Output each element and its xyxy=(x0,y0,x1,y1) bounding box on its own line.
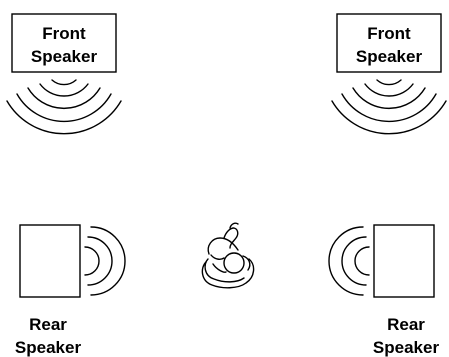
front-right-label-line1: Front xyxy=(367,24,411,43)
front-left-label-line2: Speaker xyxy=(31,47,98,66)
front-left-sound-wave-icon xyxy=(7,80,121,134)
listener-icon xyxy=(202,223,253,288)
rear-left-label-line2: Speaker xyxy=(15,338,82,357)
front-right-sound-wave-icon xyxy=(332,80,446,134)
rear-right-sound-wave-icon xyxy=(329,227,369,295)
rear-left-speaker: Rear Speaker xyxy=(15,225,125,357)
rear-left-label-line1: Rear xyxy=(29,315,67,334)
rear-right-speaker-box xyxy=(374,225,434,297)
rear-right-label-line2: Speaker xyxy=(373,338,440,357)
rear-left-speaker-box xyxy=(20,225,80,297)
rear-left-sound-wave-icon xyxy=(85,227,125,295)
front-left-label-line1: Front xyxy=(42,24,86,43)
front-right-label-line2: Speaker xyxy=(356,47,423,66)
rear-right-label-line1: Rear xyxy=(387,315,425,334)
front-left-speaker: Front Speaker xyxy=(7,14,121,134)
rear-right-speaker: Rear Speaker xyxy=(329,225,439,357)
front-right-speaker: Front Speaker xyxy=(332,14,446,134)
